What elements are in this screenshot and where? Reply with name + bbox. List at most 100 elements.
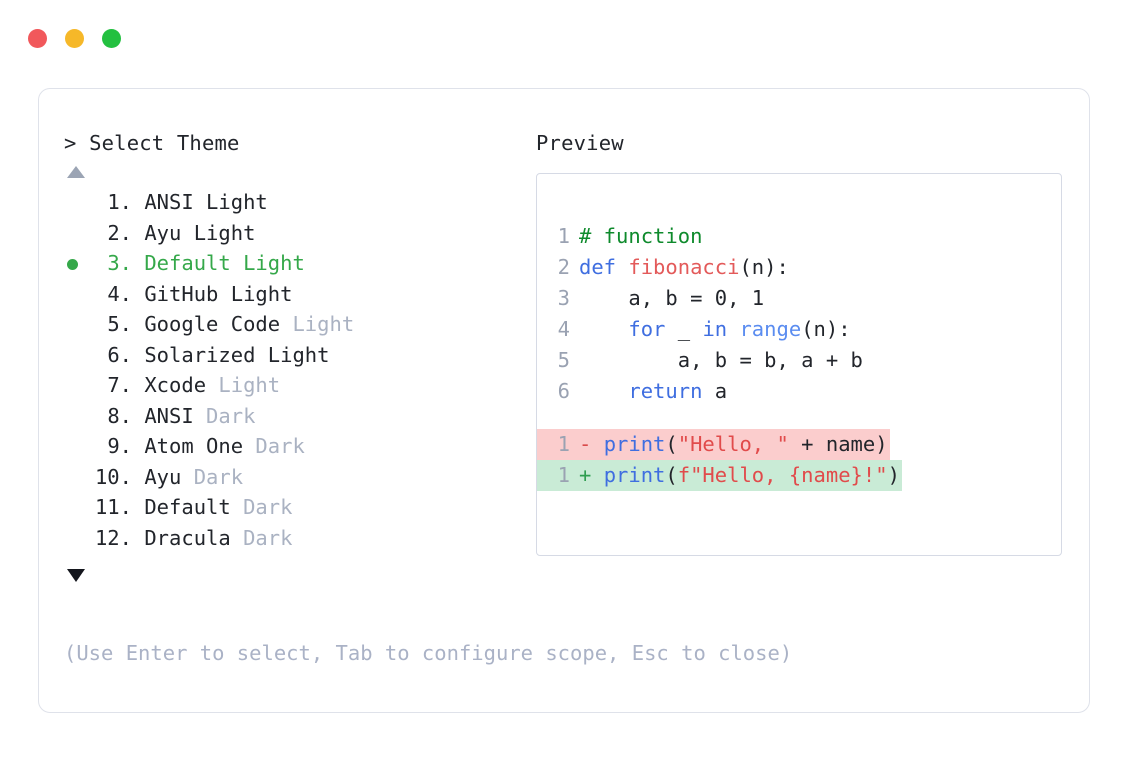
triangle-up-icon[interactable] — [67, 166, 85, 178]
code-spacer — [537, 407, 1061, 429]
theme-item-variant: Light — [218, 281, 293, 306]
code-token: print — [603, 432, 666, 456]
theme-item-index: 1. — [107, 190, 132, 214]
theme-item-index: 7. — [107, 373, 132, 397]
code-token: a, b = 0, 1 — [579, 286, 765, 310]
minimize-window-button[interactable] — [65, 29, 84, 48]
code-line-number: 1 — [557, 432, 570, 456]
theme-item-name: Ayu — [132, 220, 182, 245]
code-line: 6 return a — [537, 376, 1061, 407]
theme-item-index: 2. — [107, 220, 132, 245]
code-token — [727, 317, 739, 341]
theme-list-item[interactable]: 3. Default Light — [64, 248, 534, 279]
theme-item-name: Xcode — [132, 373, 207, 397]
code-token: a, b = b, a + b — [579, 348, 863, 372]
theme-list-item[interactable]: 2. Ayu Light — [64, 218, 534, 249]
theme-item-name: Default — [132, 495, 231, 519]
theme-item-index: 10. — [94, 464, 132, 489]
code-line-number: 1 — [557, 224, 570, 248]
theme-item-name: Solarized — [132, 342, 256, 367]
theme-item-index: 11. — [94, 495, 132, 519]
code-token — [579, 317, 628, 341]
theme-list-item[interactable]: 6. Solarized Light — [64, 340, 534, 371]
code-token: ) — [887, 463, 900, 487]
code-line-number: 4 — [557, 317, 570, 341]
code-line-number: 5 — [557, 348, 570, 372]
diff-sign: + — [579, 463, 604, 487]
theme-item-variant: Light — [206, 373, 281, 397]
code-token: + name) — [788, 432, 888, 456]
theme-item-variant: Light — [230, 251, 305, 275]
selected-bullet-icon — [67, 259, 78, 270]
theme-item-name: Default — [132, 251, 231, 275]
theme-list-item[interactable]: 9. Atom One Dark — [64, 431, 534, 462]
theme-item-index: 12. — [94, 525, 132, 550]
theme-item-name: Ayu — [132, 464, 182, 489]
theme-item-index: 3. — [107, 251, 132, 275]
code-token — [579, 379, 628, 403]
theme-item-variant: Light — [255, 342, 330, 367]
theme-item-name: ANSI — [132, 190, 194, 214]
code-line: 1 # function — [537, 221, 1061, 252]
theme-list-item[interactable]: 8. ANSI Dark — [64, 401, 534, 432]
theme-item-variant: Light — [193, 190, 268, 214]
code-token: ( — [665, 463, 678, 487]
theme-item-name: Atom One — [132, 434, 244, 458]
theme-item-name: Dracula — [132, 525, 231, 550]
code-token: print — [603, 463, 666, 487]
diff-line-content: 1 + print(f"Hello, {name}!") — [537, 460, 902, 491]
theme-list-item[interactable]: 5. Google Code Light — [64, 309, 534, 340]
code-line: 5 a, b = b, a + b — [537, 345, 1061, 376]
theme-item-index: 8. — [107, 403, 132, 428]
code-token: in — [702, 317, 728, 341]
theme-item-variant: Dark — [230, 525, 293, 550]
select-theme-header: > Select Theme — [64, 131, 240, 155]
triangle-down-icon[interactable] — [67, 569, 85, 582]
theme-item-variant: Light — [181, 220, 256, 245]
preview-header: Preview — [536, 131, 624, 155]
theme-list-item[interactable]: 4. GitHub Light — [64, 279, 534, 310]
code-token: f"Hello, {name}!" — [677, 463, 888, 487]
code-token: a — [702, 379, 728, 403]
theme-list-item[interactable]: 1. ANSI Light — [64, 187, 534, 218]
theme-list-item[interactable]: 11. Default Dark — [64, 492, 534, 523]
theme-item-name: ANSI — [132, 403, 194, 428]
window-traffic-lights — [28, 29, 121, 48]
code-token: return — [628, 379, 703, 403]
theme-item-index: 4. — [107, 281, 132, 306]
theme-list-item[interactable]: 12. Dracula Dark — [64, 523, 534, 554]
theme-item-variant: Dark — [193, 403, 256, 428]
code-line: 3 a, b = 0, 1 — [537, 283, 1061, 314]
code-token: fibonacci — [628, 255, 740, 279]
close-window-button[interactable] — [28, 29, 47, 48]
theme-list-item[interactable]: 7. Xcode Light — [64, 370, 534, 401]
code-token: for — [628, 317, 666, 341]
code-token: # function — [579, 224, 703, 248]
diff-line-content: 1- print("Hello, " + name) — [537, 429, 890, 460]
theme-item-variant: Dark — [181, 464, 244, 489]
code-line: 4 for _ in range(n): — [537, 314, 1061, 345]
maximize-window-button[interactable] — [102, 29, 121, 48]
code-token: "Hello, " — [677, 432, 789, 456]
code-token: (n): — [801, 317, 851, 341]
code-line-number: 3 — [557, 286, 570, 310]
theme-item-variant: Dark — [230, 495, 293, 519]
diff-sign: - — [579, 432, 604, 456]
code-line-number: 1 — [557, 463, 570, 487]
keyboard-hint: (Use Enter to select, Tab to configure s… — [64, 641, 793, 665]
theme-item-index: 5. — [107, 312, 132, 336]
code-token: ( — [665, 432, 678, 456]
diff-line-add: 1 + print(f"Hello, {name}!") — [537, 460, 1061, 491]
code-line-number: 2 — [557, 255, 570, 279]
theme-item-variant: Dark — [243, 434, 305, 458]
code-token: _ — [665, 317, 703, 341]
theme-list-item[interactable]: 10. Ayu Dark — [64, 462, 534, 493]
code-token: (n): — [739, 255, 789, 279]
